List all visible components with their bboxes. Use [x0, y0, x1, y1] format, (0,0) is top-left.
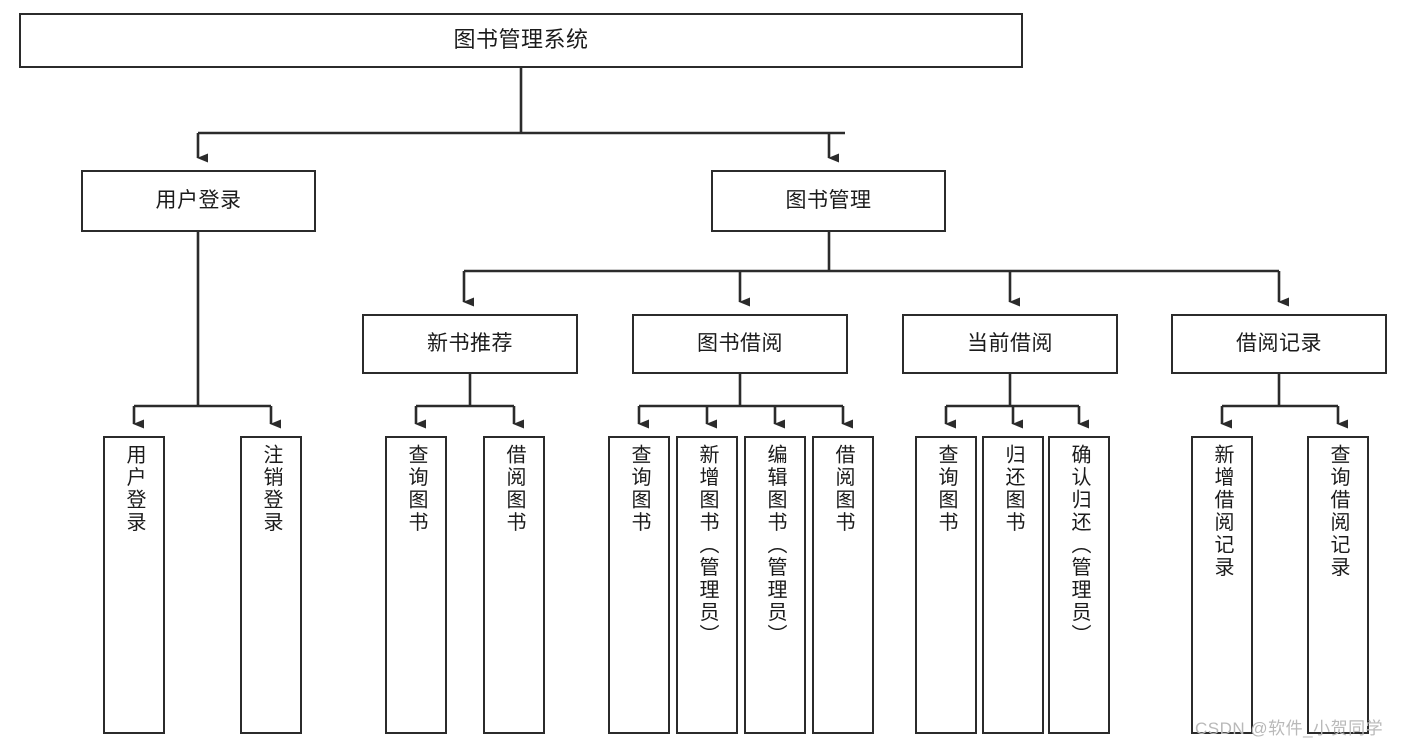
node-new-book-recommend[interactable]: 新书推荐	[362, 314, 578, 374]
node-current-borrow-label: 当前借阅	[967, 332, 1053, 356]
node-borrow-record[interactable]: 借阅记录	[1171, 314, 1387, 374]
node-book-manage[interactable]: 图书管理	[711, 170, 946, 232]
node-root-system-label: 图书管理系统	[453, 27, 589, 53]
leaf-borrow-query-book-label: 查询图书	[628, 444, 650, 534]
leaf-user-logout-label: 注销登录	[260, 444, 282, 534]
leaf-recommend-query-book-label: 查询图书	[405, 444, 427, 534]
leaf-record-add-label: 新增借阅记录	[1211, 444, 1233, 579]
node-current-borrow[interactable]: 当前借阅	[902, 314, 1118, 374]
leaf-record-search[interactable]: 查询借阅记录	[1307, 436, 1369, 734]
leaf-record-add[interactable]: 新增借阅记录	[1191, 436, 1253, 734]
leaf-borrow-query-book[interactable]: 查询图书	[608, 436, 670, 734]
node-user-login[interactable]: 用户登录	[81, 170, 316, 232]
leaf-recommend-borrow-book-label: 借阅图书	[503, 444, 525, 534]
leaf-user-login-label: 用户登录	[123, 444, 145, 534]
leaf-record-search-label: 查询借阅记录	[1327, 444, 1349, 579]
leaf-current-return-book-label: 归还图书	[1002, 444, 1024, 534]
csdn-watermark: CSDN @软件_小贺同学	[1195, 719, 1384, 738]
leaf-current-return-book[interactable]: 归还图书	[982, 436, 1044, 734]
leaf-current-confirm-return-admin-label: 确认归还（管理员）	[1068, 444, 1090, 647]
leaf-current-query-book-label: 查询图书	[935, 444, 957, 534]
leaf-current-confirm-return-admin[interactable]: 确认归还（管理员）	[1048, 436, 1110, 734]
node-new-book-recommend-label: 新书推荐	[427, 332, 513, 356]
leaf-current-query-book[interactable]: 查询图书	[915, 436, 977, 734]
leaf-borrow-edit-book-admin-label: 编辑图书（管理员）	[764, 444, 786, 647]
leaf-recommend-query-book[interactable]: 查询图书	[385, 436, 447, 734]
node-book-borrow-label: 图书借阅	[697, 332, 783, 356]
leaf-borrow-do-borrow-label: 借阅图书	[832, 444, 854, 534]
leaf-recommend-borrow-book[interactable]: 借阅图书	[483, 436, 545, 734]
leaf-borrow-do-borrow[interactable]: 借阅图书	[812, 436, 874, 734]
leaf-borrow-add-book-admin[interactable]: 新增图书（管理员）	[676, 436, 738, 734]
node-root-system[interactable]: 图书管理系统	[19, 13, 1023, 68]
node-book-borrow[interactable]: 图书借阅	[632, 314, 848, 374]
node-user-login-label: 用户登录	[155, 189, 242, 213]
leaf-borrow-edit-book-admin[interactable]: 编辑图书（管理员）	[744, 436, 806, 734]
leaf-borrow-add-book-admin-label: 新增图书（管理员）	[696, 444, 718, 647]
leaf-user-login[interactable]: 用户登录	[103, 436, 165, 734]
leaf-user-logout[interactable]: 注销登录	[240, 436, 302, 734]
node-book-manage-label: 图书管理	[785, 189, 872, 213]
node-borrow-record-label: 借阅记录	[1236, 332, 1322, 356]
